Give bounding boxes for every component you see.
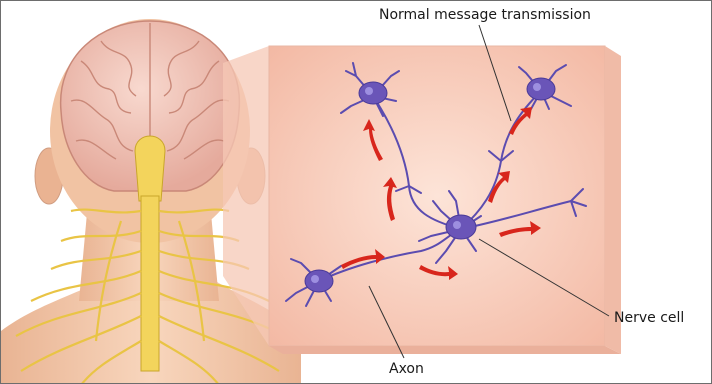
label-axon: Axon — [389, 361, 424, 377]
neuron-body-top-left — [359, 82, 387, 104]
neuron-body-top-right — [527, 78, 555, 100]
magnified-panel — [269, 46, 621, 354]
neuron-body-center — [446, 215, 476, 239]
label-normal-message-transmission: Normal message transmission — [379, 7, 591, 23]
neuron-body-lower-left — [305, 270, 333, 292]
brain-stem — [135, 136, 165, 201]
spinal-cord — [141, 196, 159, 371]
label-nerve-cell: Nerve cell — [614, 310, 684, 326]
